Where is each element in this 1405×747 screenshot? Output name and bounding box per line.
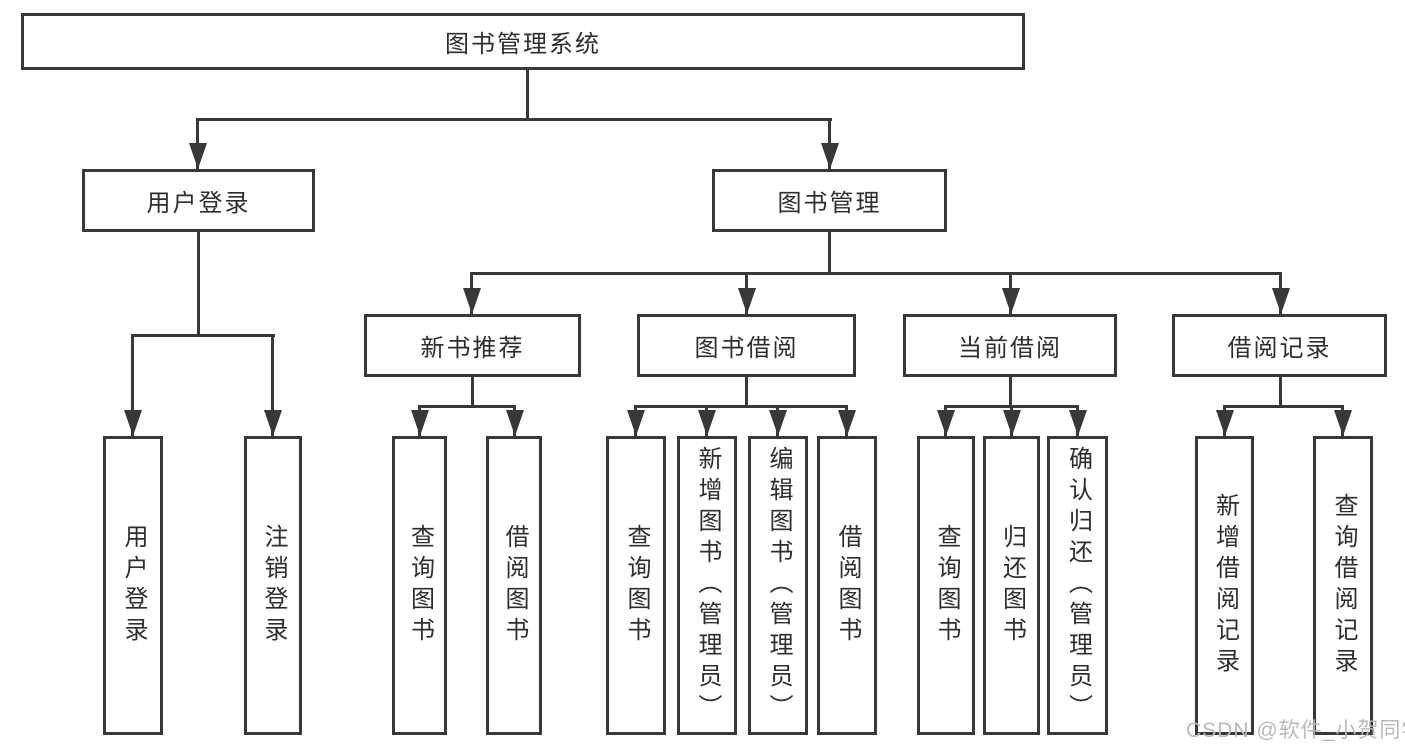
- leaf-add-borrow-record: 新增借阅记录: [1195, 436, 1254, 735]
- leaf-add-book-admin: 新增图书（管理员）: [677, 436, 737, 735]
- connector-user-login-drop: [271, 334, 274, 436]
- connector-root-bar: [196, 118, 832, 121]
- leaf-label: 查询图书: [406, 523, 434, 648]
- leaf-label: 查询借阅记录: [1330, 492, 1357, 679]
- node-label: 用户登录: [146, 190, 251, 217]
- connector-book-borrow-trunk: [745, 377, 748, 408]
- node-book-borrow: 图书借阅: [637, 314, 856, 377]
- leaf-label: 用户登录: [120, 523, 147, 648]
- leaf-confirm-return-admin: 确认归还（管理员）: [1047, 436, 1108, 735]
- arrow-down-icon: [264, 410, 282, 436]
- connector-book-borrow-bar: [634, 405, 848, 408]
- leaf-query-books-recommend: 查询图书: [392, 436, 447, 735]
- arrow-down-icon: [463, 288, 481, 314]
- leaf-logout: 注销登录: [244, 436, 302, 735]
- leaf-label: 查询图书: [933, 523, 960, 648]
- leaf-query-borrow-record: 查询借阅记录: [1313, 436, 1373, 735]
- arrow-down-icon: [189, 143, 207, 169]
- arrow-down-icon: [1069, 410, 1087, 436]
- node-borrow-records: 借阅记录: [1172, 314, 1387, 377]
- connector-user-login-drop: [131, 334, 134, 436]
- connector-new-book-bar: [418, 405, 516, 408]
- leaf-label: 归还图书: [998, 523, 1026, 648]
- leaf-label: 借阅图书: [834, 523, 861, 648]
- node-label: 图书管理: [777, 190, 882, 217]
- arrow-down-icon: [937, 410, 955, 436]
- arrow-down-icon: [1216, 410, 1234, 436]
- connector-new-book-trunk: [471, 377, 474, 408]
- connector-borrow-records-trunk: [1279, 377, 1282, 408]
- connector-user-login-bar: [131, 334, 275, 337]
- connector-root-trunk: [526, 70, 529, 121]
- arrow-down-icon: [1334, 410, 1352, 436]
- node-label: 图书借阅: [694, 335, 799, 362]
- arrow-down-icon: [838, 410, 856, 436]
- arrow-down-icon: [506, 410, 524, 436]
- arrow-down-icon: [411, 410, 429, 436]
- leaf-borrow-books: 借阅图书: [817, 436, 877, 735]
- leaf-label: 借阅图书: [501, 523, 528, 648]
- node-user-login: 用户登录: [82, 169, 315, 232]
- connector-user-login-trunk: [197, 232, 200, 337]
- leaf-label: 编辑图书（管理员）: [765, 446, 792, 725]
- node-label: 当前借阅: [958, 335, 1062, 362]
- arrow-down-icon: [1002, 288, 1020, 314]
- node-library-management-system: 图书管理系统: [21, 13, 1025, 70]
- arrow-down-icon: [1272, 288, 1290, 314]
- leaf-label: 查询图书: [623, 523, 650, 648]
- leaf-label: 新增借阅记录: [1211, 492, 1239, 679]
- leaf-label: 注销登录: [260, 523, 287, 648]
- watermark: CSDN @软件_小贺同学: [1186, 719, 1405, 742]
- leaf-edit-book-admin: 编辑图书（管理员）: [748, 436, 808, 735]
- leaf-label: 确认归还（管理员）: [1064, 446, 1092, 725]
- node-current-borrow: 当前借阅: [903, 314, 1117, 377]
- arrow-down-icon: [738, 288, 756, 314]
- arrow-down-icon: [821, 143, 839, 169]
- node-new-book-recommend: 新书推荐: [364, 314, 581, 377]
- node-label: 图书管理系统: [445, 31, 601, 58]
- connector-current-borrow-trunk: [1009, 377, 1012, 408]
- arrow-down-icon: [124, 410, 142, 436]
- node-label: 借阅记录: [1227, 335, 1332, 362]
- leaf-query-books-current: 查询图书: [917, 436, 975, 735]
- leaf-user-login: 用户登录: [103, 436, 163, 735]
- connector-book-management-bar: [470, 272, 1282, 275]
- arrow-down-icon: [1003, 410, 1021, 436]
- leaf-query-books-borrow: 查询图书: [606, 436, 666, 735]
- arrow-down-icon: [627, 410, 645, 436]
- connector-book-management-trunk: [828, 232, 831, 275]
- node-book-management: 图书管理: [712, 169, 947, 232]
- arrow-down-icon: [698, 410, 716, 436]
- arrow-down-icon: [769, 410, 787, 436]
- leaf-borrow-books-recommend: 借阅图书: [486, 436, 542, 735]
- connector-borrow-records-bar: [1223, 405, 1344, 408]
- leaf-return-books: 归还图书: [983, 436, 1040, 735]
- leaf-label: 新增图书（管理员）: [694, 446, 721, 725]
- node-label: 新书推荐: [420, 335, 525, 362]
